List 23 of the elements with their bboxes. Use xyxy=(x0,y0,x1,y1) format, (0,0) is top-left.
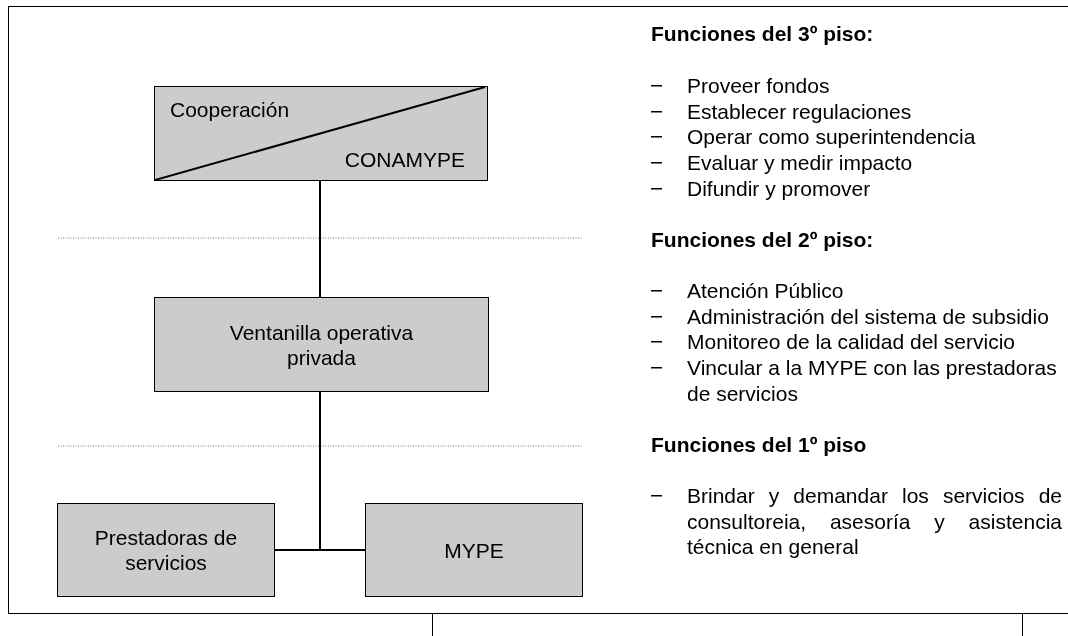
process-box xyxy=(57,503,275,597)
connector-line xyxy=(319,391,366,551)
list-item: Proveer fondos xyxy=(687,73,831,99)
box-label: MYPE xyxy=(444,537,504,563)
list-item: Operar como superintendencia xyxy=(687,124,977,150)
list-item: Atención Público xyxy=(687,278,845,304)
section-heading: Funciones del 2º piso: xyxy=(651,227,874,253)
box-label: CONAMYPE xyxy=(344,147,465,172)
list-item: Administración del sistema de subsidio xyxy=(687,304,1050,330)
process-box xyxy=(365,503,583,597)
section-heading: Funciones del 1º piso xyxy=(651,432,867,458)
section-heading: Funciones del 3º piso: xyxy=(651,21,874,47)
list-item: Monitoreo de la calidad del servicio xyxy=(687,329,1016,355)
box-label: Cooperación xyxy=(170,97,290,122)
process-box xyxy=(154,297,489,392)
connector-line xyxy=(319,180,321,298)
box-label: Prestadoras de servicios xyxy=(93,525,239,575)
list-item: Evaluar y medir impacto xyxy=(687,150,914,176)
list-item: Difundir y promover xyxy=(687,176,872,202)
box-label: Ventanilla operativa privada xyxy=(228,319,415,370)
list-item: Establecer regulaciones xyxy=(687,99,913,125)
list-item: Vincular a la MYPE con las prestadoras de servicios xyxy=(687,355,1058,407)
list-item: Brindar y demandar los servicios de consultoreia, asesoría y asistencia técnica en general xyxy=(687,483,1062,560)
